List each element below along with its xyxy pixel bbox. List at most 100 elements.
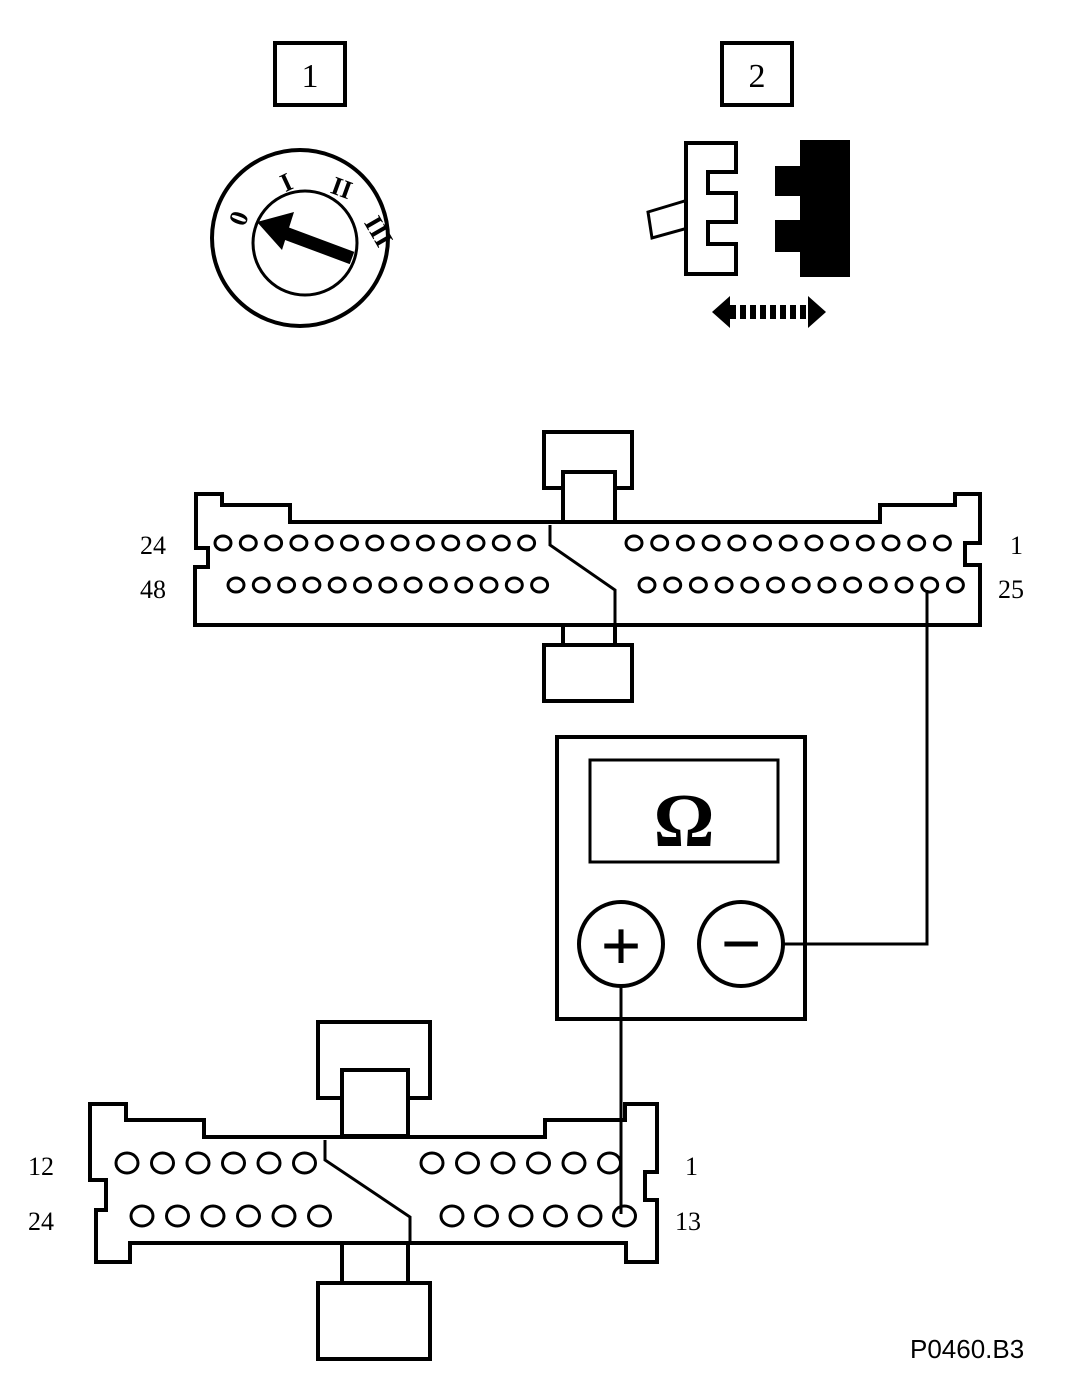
- connector-pin: [454, 576, 474, 594]
- connector-pin: [504, 576, 524, 594]
- connector-pin: [830, 534, 850, 552]
- connector-pin: [490, 1151, 516, 1175]
- connector-pin: [441, 534, 461, 552]
- connector-pin: [714, 576, 734, 594]
- connector-pin: [264, 534, 284, 552]
- connector-pin: [236, 1204, 261, 1228]
- connector-24-way-label-13: 13: [675, 1207, 701, 1236]
- connector-pin: [419, 1151, 445, 1175]
- connector-pin: [474, 1204, 499, 1228]
- step-1-number: 1: [302, 58, 319, 95]
- connector-24-way-pins: [114, 1151, 637, 1228]
- connector-pin: [165, 1204, 190, 1228]
- connector-pin: [466, 534, 486, 552]
- connector-pin: [804, 534, 824, 552]
- positive-symbol: +: [600, 906, 641, 986]
- connector-pin: [894, 576, 914, 594]
- connector-pin: [701, 534, 721, 552]
- connector-pin: [543, 1204, 568, 1228]
- connector-pin: [150, 1151, 175, 1175]
- connector-48-way-label-24: 24: [140, 531, 166, 560]
- connector-pin: [256, 1151, 282, 1175]
- connector-48-way-label-48: 48: [140, 575, 166, 604]
- connector-pin: [455, 1151, 480, 1175]
- connector-24-way-label-12: 12: [28, 1152, 54, 1181]
- connector-pin: [817, 576, 837, 594]
- connector-48-way-pins: [213, 534, 965, 594]
- connector-48-way-label-25: 25: [998, 575, 1024, 604]
- connector-48-way: 24 1 48 25: [140, 430, 1024, 703]
- connector-pin: [271, 1204, 297, 1228]
- connector-pin: [637, 576, 657, 594]
- connector-pin: [277, 576, 297, 594]
- connector-pin: [650, 534, 670, 552]
- connector-pin: [428, 576, 448, 594]
- connector-pin: [881, 534, 901, 552]
- connector-pin: [855, 534, 875, 552]
- connector-pin: [868, 576, 888, 594]
- connector-pin: [353, 576, 372, 594]
- connector-pin: [688, 576, 708, 594]
- connector-pin: [920, 576, 940, 594]
- connector-pin: [340, 534, 359, 552]
- step-2-label: 2: [720, 41, 794, 107]
- connector-pin: [292, 1151, 317, 1175]
- connector-pin: [740, 576, 760, 594]
- connector-pin: [289, 534, 309, 552]
- connector-pin: [624, 534, 644, 552]
- connector-pin: [561, 1151, 587, 1175]
- connector-pin: [226, 576, 246, 594]
- connector-pin: [185, 1151, 211, 1175]
- connector-pin: [675, 534, 695, 552]
- connector-pin: [378, 576, 398, 594]
- connector-pin: [365, 534, 385, 552]
- connector-pin: [843, 576, 863, 594]
- connector-pin: [907, 534, 927, 552]
- connector-24-way: 12 1 24 13: [28, 1020, 701, 1361]
- connector-pin: [766, 576, 785, 594]
- connector-pin: [327, 576, 347, 594]
- step-2-number: 2: [749, 58, 766, 95]
- connector-pin: [251, 576, 271, 594]
- connector-pin: [791, 576, 811, 594]
- connector-pin: [213, 534, 233, 552]
- connector-pin: [753, 534, 772, 552]
- connector-pin: [727, 534, 747, 552]
- negative-test-lead: [783, 590, 929, 946]
- connector-pin: [491, 534, 511, 552]
- connector-pin: [663, 576, 683, 594]
- negative-symbol: −: [720, 904, 761, 984]
- connector-pin: [612, 1204, 637, 1228]
- connector-pin: [530, 576, 550, 594]
- connector-pin: [577, 1204, 603, 1228]
- connector-pin: [479, 576, 499, 594]
- connector-pin: [221, 1151, 246, 1175]
- connector-pin: [390, 534, 410, 552]
- connector-pin: [200, 1204, 226, 1228]
- connector-48-way-label-1: 1: [1010, 531, 1023, 560]
- connector-pin: [314, 534, 334, 552]
- connector-pin: [302, 576, 322, 594]
- connector-pin: [517, 534, 537, 552]
- connector-pin: [114, 1151, 140, 1175]
- connector-24-way-label-1: 1: [685, 1152, 698, 1181]
- connector-pin: [403, 576, 423, 594]
- connector-pin: [932, 534, 952, 552]
- figure-reference: P0460.B3: [910, 1334, 1024, 1364]
- ignition-switch-icon: 0 I II III: [210, 148, 399, 328]
- connector-pin: [945, 576, 965, 594]
- disconnect-connector-icon: [646, 140, 850, 328]
- connector-pin: [238, 534, 258, 552]
- connector-pin: [508, 1204, 534, 1228]
- ohm-symbol: Ω: [654, 779, 715, 863]
- connector-pin: [129, 1204, 155, 1228]
- connector-pin: [307, 1204, 332, 1228]
- connector-pin: [439, 1204, 465, 1228]
- ohmmeter: Ω + −: [555, 735, 807, 1021]
- connector-pin: [526, 1151, 551, 1175]
- step-1-label: 1: [273, 41, 347, 107]
- connector-pin: [597, 1151, 622, 1175]
- connector-pin: [415, 534, 435, 552]
